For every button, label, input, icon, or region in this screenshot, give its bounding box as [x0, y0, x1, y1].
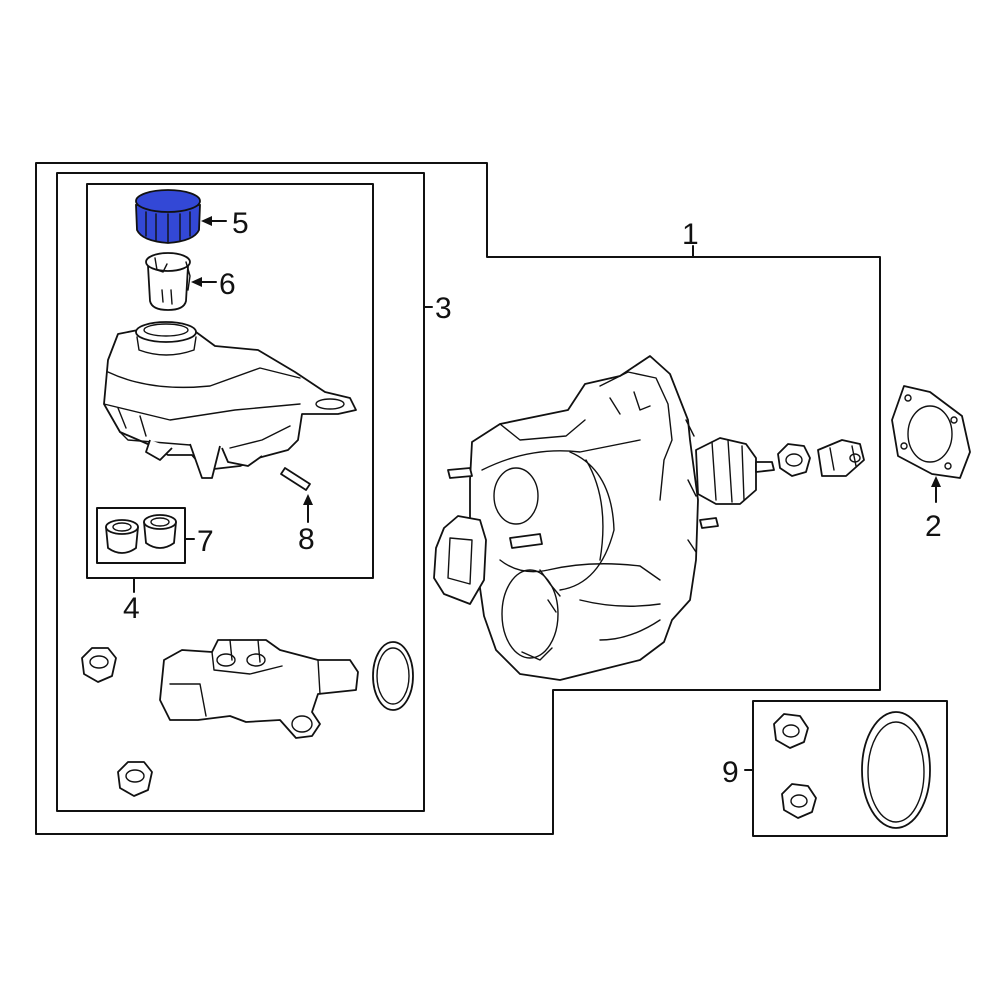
- callout-2[interactable]: 2: [925, 510, 942, 543]
- reservoir-grommets-part[interactable]: [105, 514, 177, 554]
- arrow-8: [303, 494, 313, 505]
- callout-3[interactable]: 3: [435, 292, 452, 325]
- kit-seal-ring[interactable]: [861, 711, 931, 829]
- kit-nut-lower[interactable]: [781, 783, 817, 819]
- pushrod-clevis[interactable]: [817, 439, 865, 477]
- reservoir-strainer-part[interactable]: [145, 252, 191, 311]
- callout-9[interactable]: 9: [722, 756, 739, 789]
- reservoir-cap-part[interactable]: [135, 189, 201, 244]
- callout-6[interactable]: 6: [219, 268, 236, 301]
- master-cylinder-seal-ring[interactable]: [372, 641, 414, 711]
- group-1-outline: [35, 162, 881, 835]
- callout-4[interactable]: 4: [123, 592, 140, 625]
- pushrod-clevis-nut[interactable]: [777, 443, 811, 477]
- booster-gasket-part[interactable]: [891, 385, 971, 479]
- group-4-outline: [86, 183, 374, 579]
- arrow-6: [191, 277, 202, 287]
- brake-fluid-reservoir: [103, 321, 357, 479]
- arrow-2: [931, 476, 941, 487]
- arrow-5: [201, 216, 212, 226]
- callout-5[interactable]: 5: [232, 207, 249, 240]
- reservoir-cap-top: [135, 189, 201, 213]
- group-7-outline: [96, 507, 186, 564]
- master-cylinder-nut-lower[interactable]: [117, 761, 153, 797]
- callout-7[interactable]: 7: [197, 525, 214, 558]
- kit-nut-upper[interactable]: [773, 713, 809, 749]
- callout-8[interactable]: 8: [298, 523, 315, 556]
- retaining-pin-part[interactable]: [280, 467, 311, 491]
- brake-booster-assembly: [433, 355, 775, 681]
- callout-1[interactable]: 1: [682, 218, 699, 251]
- group-9-outline: [752, 700, 948, 837]
- master-cylinder: [159, 639, 359, 739]
- group-3-outline: [56, 172, 425, 812]
- master-cylinder-nut-upper[interactable]: [81, 647, 117, 683]
